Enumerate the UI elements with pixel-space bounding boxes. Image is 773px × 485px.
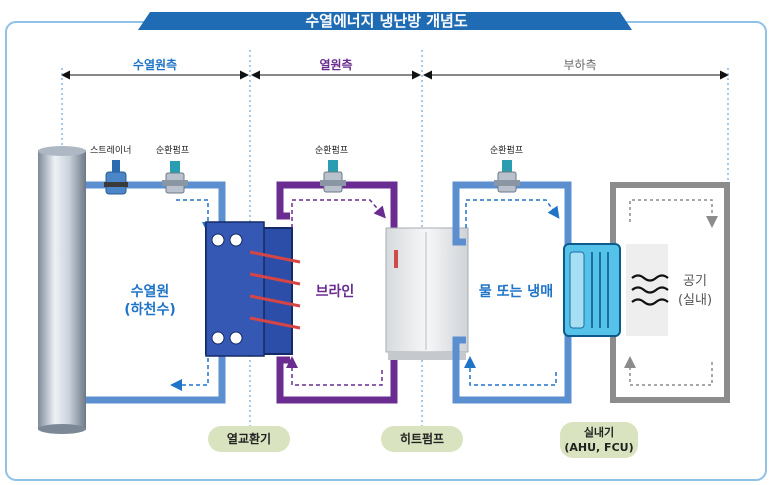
water-flow-arrow-bottom xyxy=(464,356,557,386)
brine-flow-arrow-bottom xyxy=(286,356,383,386)
column-top xyxy=(38,146,86,156)
water-loop-label: 물 또는 냉매 xyxy=(478,284,554,300)
air-loop-label-line1: 공기 xyxy=(683,274,707,289)
air-wave-icon xyxy=(631,274,669,306)
air-loop-label: 공기 (실내) xyxy=(670,272,720,310)
strainer-icon xyxy=(104,160,128,195)
indoor-unit-pill: 실내기 (AHU, FCU) xyxy=(560,422,638,458)
circulation-pump-icon-1 xyxy=(162,161,188,194)
air-flow-arrow-top xyxy=(629,199,718,228)
strainer-label: 스트레이너 xyxy=(90,146,132,156)
air-flow-arrow-bottom xyxy=(624,356,713,386)
pump-label-2: 순환펌프 xyxy=(315,146,349,156)
brine-loop-pipe-top xyxy=(276,181,398,230)
brine-flow-arrow-top xyxy=(291,199,386,228)
source-loop-label-line2: (하천수) xyxy=(124,302,176,318)
heat-pump-image xyxy=(385,227,469,360)
section-label-heat-source-side: 열원측 xyxy=(319,58,353,72)
water-flow-arrow-top xyxy=(465,199,560,228)
brine-loop-pipe-bottom xyxy=(276,356,398,404)
heat-pump-pill: 히트펌프 xyxy=(381,426,463,452)
source-loop-label: 수열원 (하천수) xyxy=(105,283,195,319)
brine-loop-label: 브라인 xyxy=(315,284,355,300)
air-loop-label-line2: (실내) xyxy=(677,293,713,308)
pump-label-3: 순환펌프 xyxy=(490,146,524,156)
section-label-source-side: 수열원측 xyxy=(132,58,178,72)
indoor-unit-pill-line2: (AHU, FCU) xyxy=(564,441,634,454)
river-water-column xyxy=(38,150,86,430)
indoor-unit-image xyxy=(563,243,668,337)
column-bottom xyxy=(38,424,86,434)
source-loop-label-line1: 수열원 xyxy=(130,284,170,300)
circulation-pump-icon-2 xyxy=(320,160,346,193)
indoor-unit-pill-line1: 실내기 xyxy=(583,426,615,439)
diagram-title: 수열에너지 냉난방 개념도 xyxy=(305,12,468,30)
plate-heat-exchanger-image xyxy=(205,221,301,357)
source-flow-arrow-top xyxy=(176,199,214,234)
watermark-logo: kharn xyxy=(640,430,734,466)
heat-exchanger-pill: 열교환기 xyxy=(208,426,290,452)
circulation-pump-icon-3 xyxy=(494,160,520,193)
title-band xyxy=(138,12,632,30)
water-loop-pipe-bottom xyxy=(452,330,572,404)
section-label-load-side: 부하측 xyxy=(563,58,597,72)
source-flow-arrow-bottom xyxy=(170,358,209,391)
water-loop-pipe-top xyxy=(452,181,572,250)
pump-label-1: 순환펌프 xyxy=(156,146,190,156)
